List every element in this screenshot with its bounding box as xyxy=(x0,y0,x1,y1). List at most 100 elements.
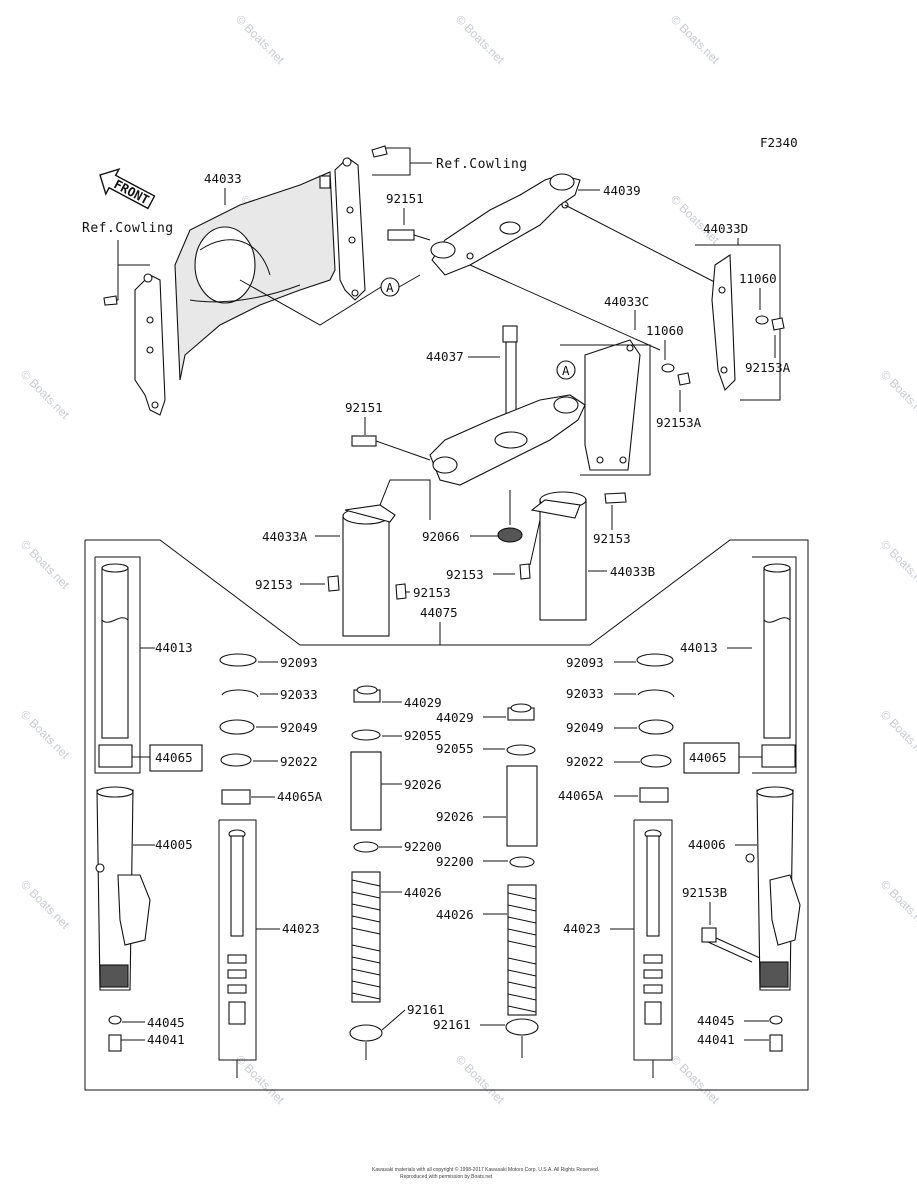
front-label: FRONT xyxy=(111,176,151,207)
label-92093-left: 92093 xyxy=(280,655,318,670)
label-92049-left: 92049 xyxy=(280,720,318,735)
damper-rod-left-44023 xyxy=(227,829,247,1025)
label-44033C: 44033C xyxy=(604,294,649,309)
bushing-44065-right xyxy=(761,744,796,768)
watermark: © Boats.net xyxy=(18,707,73,762)
watermark: © Boats.net xyxy=(18,367,73,422)
label-44065-right: 44065 xyxy=(689,750,727,765)
watermark: © Boats.net xyxy=(453,1052,508,1107)
outer-tube-left-44013 xyxy=(101,563,129,739)
label-92153-leftbottom: 92153 xyxy=(413,585,451,600)
copyright-footer: Kawasaki materials with all copyright © … xyxy=(372,1166,599,1173)
label-92161-right: 92161 xyxy=(433,1017,471,1032)
upper-triple-clamp-44039 xyxy=(430,173,581,276)
watermark: © Boats.net xyxy=(18,877,73,932)
seal-92161-left xyxy=(349,1024,383,1042)
label-44075: 44075 xyxy=(420,605,458,620)
label-44029-left: 44029 xyxy=(404,695,442,710)
label-44033: 44033 xyxy=(204,171,242,186)
oring-92055-left xyxy=(351,729,381,741)
bolt-92153-leftbottom xyxy=(395,583,407,600)
slider-right-44006 xyxy=(745,786,801,991)
ref-cowling-label-top: Ref.Cowling xyxy=(436,157,528,172)
bushing-44065A-left xyxy=(221,789,251,805)
watermark: © Boats.net xyxy=(668,192,723,247)
fork-assembly-outline xyxy=(84,539,809,1091)
washer-11060-center xyxy=(661,363,675,373)
label-44037: 44037 xyxy=(426,349,464,364)
label-44013-left: 44013 xyxy=(155,640,193,655)
label-44041-right: 44041 xyxy=(697,1032,735,1047)
cover-44033D xyxy=(711,253,736,392)
label-11060-right: 11060 xyxy=(739,271,777,286)
washer-44045-left xyxy=(108,1015,122,1025)
watermark: © Boats.net xyxy=(453,12,508,67)
nut-92066 xyxy=(497,527,523,543)
label-44045-right: 44045 xyxy=(697,1013,735,1028)
label-44005: 44005 xyxy=(155,837,193,852)
label-44033B: 44033B xyxy=(610,564,655,579)
figure-code: F2340 xyxy=(760,135,798,150)
cap-92093-left xyxy=(219,653,257,667)
cap-44029-left xyxy=(353,685,381,703)
left-bracket xyxy=(103,273,166,416)
watermark: © Boats.net xyxy=(18,537,73,592)
label-92026-right: 92026 xyxy=(436,809,474,824)
bushing-44065A-right xyxy=(639,787,669,803)
ref-cowling-label-left: Ref.Cowling xyxy=(82,221,174,236)
label-44026-right: 44026 xyxy=(436,907,474,922)
cap-44029-right xyxy=(507,703,535,721)
washer-92200-right xyxy=(509,856,535,868)
bolt-92153B xyxy=(701,927,761,963)
label-92153-left: 92153 xyxy=(255,577,293,592)
label-44065-left-box xyxy=(149,744,203,772)
right-outer-tube-box xyxy=(752,556,797,774)
washer-44045-right xyxy=(769,1015,783,1025)
bolt-92151-mid xyxy=(351,435,431,461)
label-44006: 44006 xyxy=(688,837,726,852)
seal-92049-left xyxy=(219,719,255,735)
label-92151-top: 92151 xyxy=(386,191,424,206)
label-92033-right: 92033 xyxy=(566,686,604,701)
label-44033D: 44033D xyxy=(703,221,748,236)
label-92200-right: 92200 xyxy=(436,854,474,869)
bolt-92153-center xyxy=(519,563,531,580)
right-bracket xyxy=(334,145,388,301)
seal-92161-right xyxy=(505,1018,539,1036)
callout-a-top-label: A xyxy=(386,280,394,295)
spacer-92026-left xyxy=(350,751,382,831)
watermark: © Boats.net xyxy=(878,707,917,762)
label-92022-left: 92022 xyxy=(280,754,318,769)
watermark: © Boats.net xyxy=(668,12,723,67)
watermark: © Boats.net xyxy=(878,537,917,592)
left-outer-tube-box xyxy=(94,556,141,774)
label-44039: 44039 xyxy=(603,183,641,198)
bolt-44041-left xyxy=(108,1034,122,1052)
callout-a-center-label: A xyxy=(562,363,570,378)
cover-44033A xyxy=(342,504,396,637)
label-44041-left: 44041 xyxy=(147,1032,185,1047)
label-92161-left: 92161 xyxy=(407,1002,445,1017)
label-44029-right: 44029 xyxy=(436,710,474,725)
damper-box-left xyxy=(218,819,257,1061)
nut-92153A-right xyxy=(771,317,785,331)
label-92153B: 92153B xyxy=(682,885,727,900)
clip-92033-right xyxy=(637,689,675,698)
label-44065A-left: 44065A xyxy=(277,789,323,804)
watermark: © Boats.net xyxy=(878,367,917,422)
oring-92055-right xyxy=(506,744,536,756)
nut-92153A-center xyxy=(677,372,691,386)
label-92066: 92066 xyxy=(422,529,460,544)
bolt-44041-right xyxy=(769,1034,783,1052)
label-44065-right-box xyxy=(683,742,740,774)
label-92153A-right: 92153A xyxy=(745,360,791,375)
outer-tube-right-44013 xyxy=(763,563,791,739)
watermark: © Boats.net xyxy=(878,877,917,932)
spring-44026-right xyxy=(507,884,537,1016)
label-44023-right: 44023 xyxy=(563,921,601,936)
washer-92200-left xyxy=(353,841,379,853)
label-92055-right: 92055 xyxy=(436,741,474,756)
damper-rod-right-44023 xyxy=(643,829,663,1025)
label-44023-left: 44023 xyxy=(282,921,320,936)
